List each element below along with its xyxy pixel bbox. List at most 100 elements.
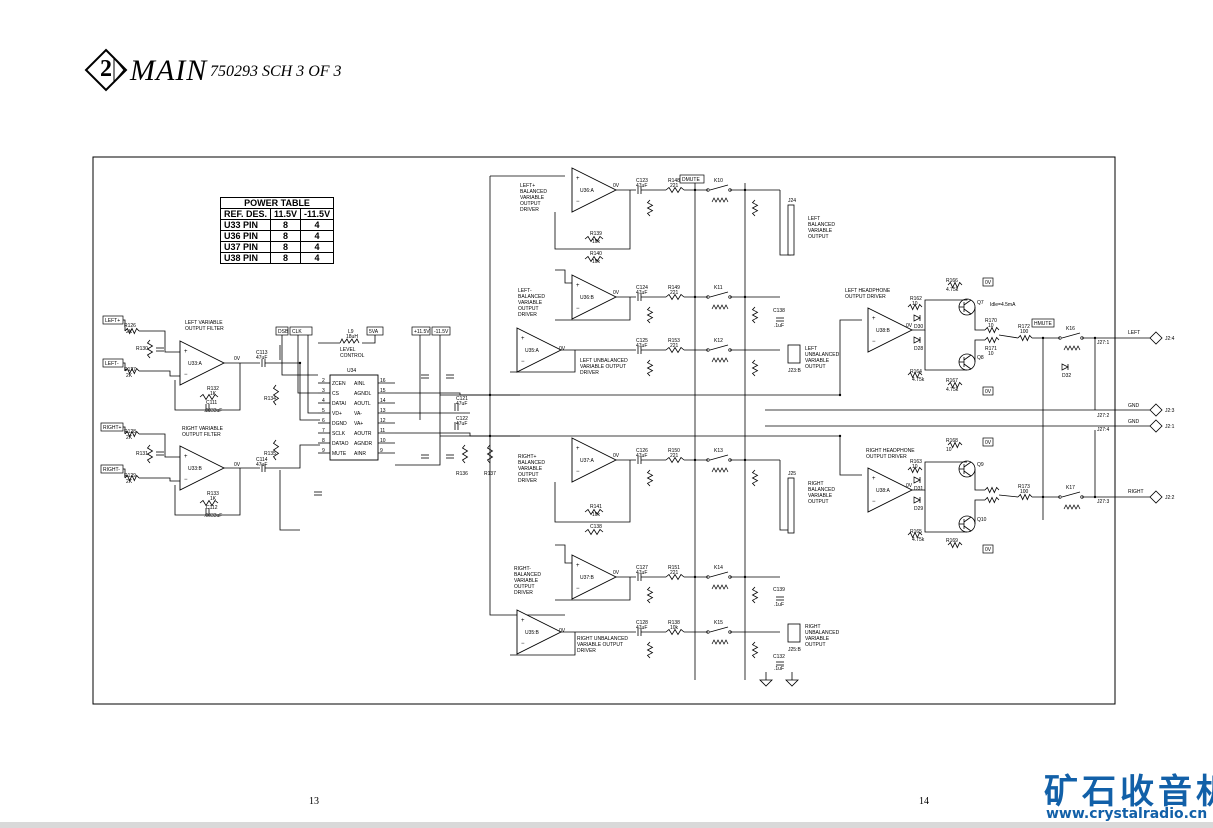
table-row: U36 PIN 8 4 — [219, 230, 335, 242]
net-clk: CLK — [292, 329, 302, 335]
r131-ref: R131 — [136, 451, 148, 457]
resistor-symbol — [907, 371, 923, 379]
page-number-left: 13 — [309, 796, 319, 807]
plus-sign: + — [576, 176, 580, 182]
r152-cap-val: 47uF — [636, 343, 647, 349]
relay-r148-contact — [728, 188, 732, 192]
resistor-symbol — [1017, 334, 1033, 342]
r171-ref: R171 — [985, 346, 997, 352]
r130-ref: R130 — [136, 346, 148, 352]
opamp-u38a — [867, 467, 914, 513]
connector-icon — [1149, 403, 1163, 417]
resistor-symbol — [584, 235, 604, 243]
u34-pin-num: 4 — [322, 398, 325, 404]
opamp-u37a — [571, 437, 618, 483]
power-table: POWER TABLE REF. DES. 11.5V -11.5V U33 P… — [219, 197, 335, 264]
j25b-label: J25:B — [788, 647, 801, 653]
r152-val: 221 — [670, 343, 679, 349]
zero-volt-label: 0V — [613, 290, 620, 296]
opamp-u38b — [867, 307, 914, 353]
net-hmute-box — [1031, 318, 1055, 328]
u34-pin-name: DATAI — [332, 401, 346, 407]
diode-d29-label: D29 — [914, 506, 923, 512]
watermark-url: www.crystalradio.cn — [1046, 806, 1208, 822]
transistor-q9 — [958, 460, 976, 478]
minus-sign: − — [184, 372, 188, 378]
net-minus-11-5v: -11.5V — [434, 329, 449, 335]
transistor-q10 — [958, 515, 976, 533]
c139-val: .1uF — [774, 602, 784, 608]
resistor-symbol — [646, 359, 654, 377]
net-right-plus: RIGHT+ — [103, 425, 122, 431]
power-table-ref: U37 PIN — [219, 241, 272, 253]
opamp-u35a-label: U35:A — [525, 348, 540, 354]
resistor-symbol — [584, 255, 604, 263]
minus-sign: − — [872, 339, 876, 345]
relay-k17-coil — [1063, 504, 1081, 510]
junction-dot — [838, 393, 842, 397]
connector-j23b — [787, 344, 801, 364]
resistor-symbol — [646, 306, 654, 324]
resistor-symbol — [646, 641, 654, 659]
ic-u34 — [329, 374, 379, 461]
ground-icon — [759, 679, 773, 687]
relay-r150-coil — [711, 467, 729, 473]
relay-r152-contact — [728, 348, 732, 352]
r151-cap-ref: C127 — [636, 565, 648, 571]
r172-val: 100 — [1020, 329, 1029, 335]
minus-sign: − — [872, 499, 876, 505]
diode-d30-label: D30 — [914, 324, 923, 330]
r164-val: 4.75k — [946, 287, 959, 293]
junction-dot — [743, 458, 747, 462]
net-right-plus-box — [100, 422, 124, 432]
power-table-pos: 8 — [270, 230, 302, 242]
resistor-symbol — [124, 430, 140, 438]
net-rail-1-box — [982, 277, 994, 287]
power-table-neg: 4 — [300, 230, 335, 242]
r139-ref: R140 — [590, 251, 602, 257]
opamp-u37b — [571, 554, 618, 600]
junction-dot — [1093, 495, 1097, 499]
c112-val: .0033uF — [204, 513, 222, 519]
net-dsb: DSB — [278, 329, 289, 335]
r171-val: 10 — [988, 351, 994, 357]
u34-pin-num: 11 — [380, 428, 385, 434]
zero-volt-label: 0V — [906, 483, 913, 489]
r150-ref: R150 — [668, 448, 680, 454]
r150-cap-ref: C126 — [636, 448, 648, 454]
r135-ref: R135 — [264, 451, 276, 457]
junction-dot — [693, 575, 697, 579]
table-row: U37 PIN 8 4 — [219, 241, 335, 253]
j24-label: J24 — [788, 198, 796, 204]
j27-1-label: J27:1 — [1097, 340, 1109, 346]
r149-val: 221 — [670, 290, 679, 296]
r134-ref: R134 — [264, 396, 276, 402]
power-table-ref: U33 PIN — [219, 219, 272, 231]
diode-d31 — [913, 476, 921, 484]
r172-ref: R172 — [1018, 324, 1030, 330]
r138-ref: R139 — [590, 231, 602, 237]
r165-ref: R167 — [946, 378, 958, 384]
r126-ref: R126 — [124, 323, 136, 329]
r163-val: 4.75k — [912, 537, 925, 543]
j27-2-label: J27:2 — [1097, 413, 1109, 419]
r133-val: 1K — [210, 496, 217, 502]
resistor-symbol — [486, 444, 494, 464]
resistor-symbol — [947, 441, 963, 449]
u34-pin-name: VD+ — [332, 411, 342, 417]
resistor-symbol — [751, 469, 759, 487]
opamp-u35b — [516, 609, 563, 655]
resistor-symbol — [751, 641, 759, 659]
resistor-symbol — [947, 541, 963, 549]
c113-ref: C113 — [256, 350, 268, 356]
relay-r152-label: K12 — [714, 338, 723, 344]
r126-val: 2K — [126, 329, 133, 335]
u34-pin-name: MUTE — [332, 451, 347, 457]
plus-sign: + — [184, 454, 188, 460]
